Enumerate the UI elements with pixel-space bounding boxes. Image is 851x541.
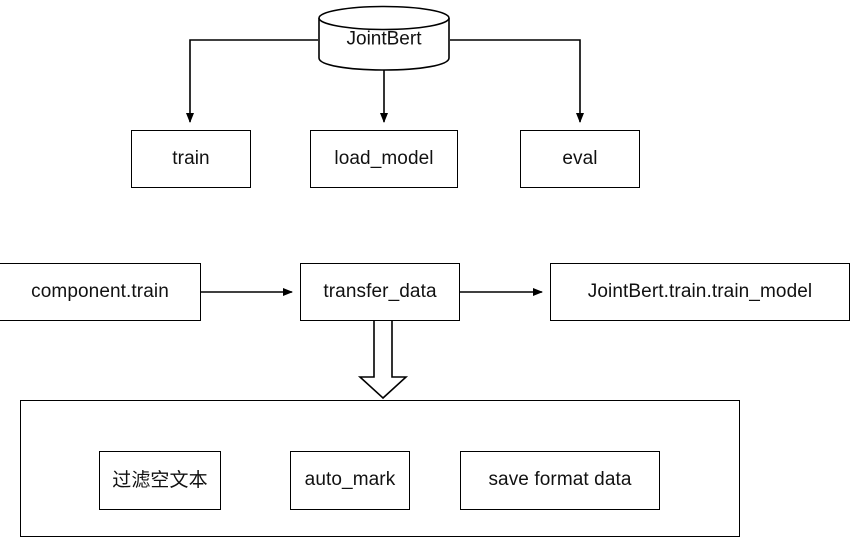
node-jointbert-train-train-model-label: JointBert.train.train_model xyxy=(587,280,813,302)
node-filter-empty-text-label: 过滤空文本 xyxy=(112,469,208,492)
edge-transfer-data-to-pipeline-block-arrow xyxy=(357,319,409,400)
node-eval[interactable]: eval xyxy=(520,130,640,188)
node-eval-label: eval xyxy=(562,147,598,169)
node-load-model[interactable]: load_model xyxy=(310,130,458,188)
cylinder-shape xyxy=(318,5,450,71)
node-jointbert[interactable]: JointBert xyxy=(318,5,450,71)
node-save-format-data[interactable]: save format data xyxy=(460,451,660,510)
edge-jointbert-to-train xyxy=(186,39,318,123)
node-component-train-label: component.train xyxy=(31,280,169,302)
node-load-model-label: load_model xyxy=(334,147,434,169)
node-component-train[interactable]: component.train xyxy=(0,263,201,321)
edge-jointbert-to-eval xyxy=(450,39,584,123)
node-save-format-data-label: save format data xyxy=(488,469,632,491)
node-jointbert-label: JointBert xyxy=(346,28,422,50)
node-train[interactable]: train xyxy=(131,130,251,188)
node-train-label: train xyxy=(172,147,210,169)
node-auto-mark-label: auto_mark xyxy=(304,469,396,491)
node-transfer-data-label: transfer_data xyxy=(323,280,437,302)
node-jointbert-train-train-model[interactable]: JointBert.train.train_model xyxy=(550,263,850,321)
node-filter-empty-text[interactable]: 过滤空文本 xyxy=(99,451,221,510)
node-auto-mark[interactable]: auto_mark xyxy=(290,451,410,510)
node-transfer-data[interactable]: transfer_data xyxy=(300,263,460,321)
